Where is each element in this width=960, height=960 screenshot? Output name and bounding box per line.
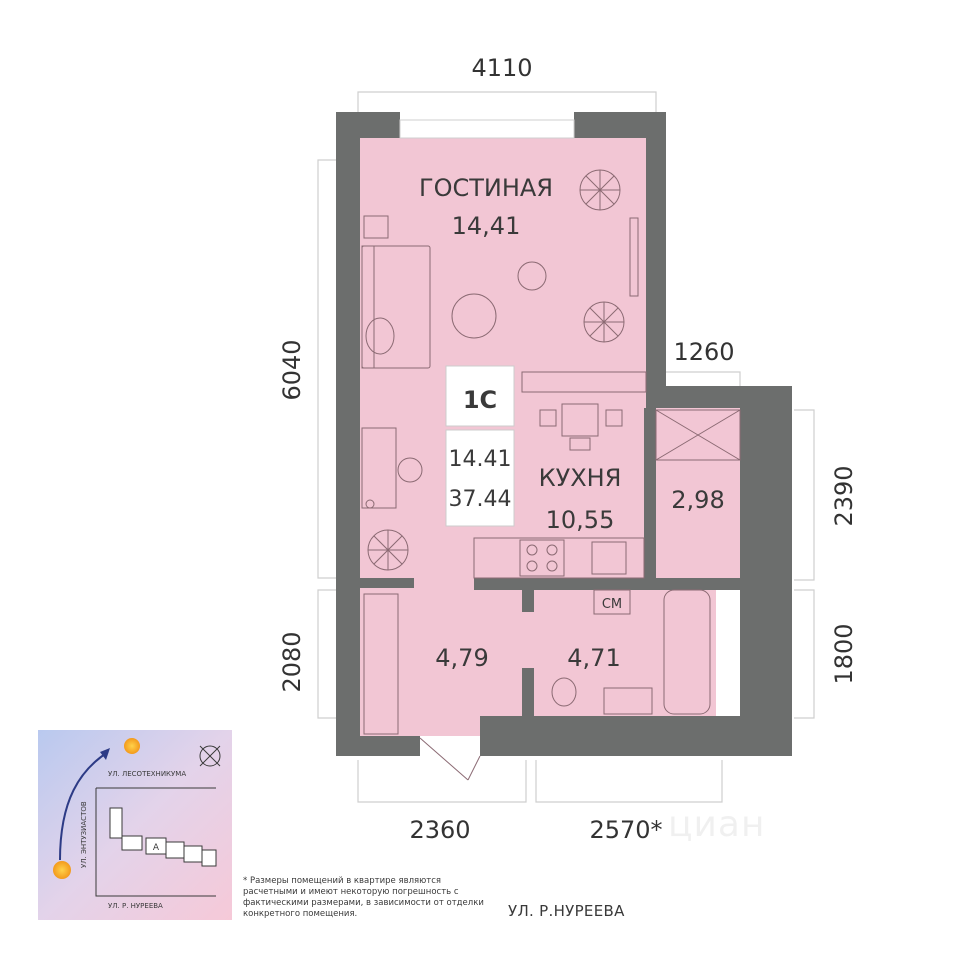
sink-icon — [591, 541, 627, 575]
sun-icon — [53, 861, 71, 879]
map-street-top: УЛ. ЛЕСОТЕХНИКУМА — [108, 770, 186, 778]
dim-right-upper: 2390 — [830, 465, 858, 526]
footnote: * Размеры помещений в квартире являются … — [243, 876, 484, 919]
dim-left-lower: 2080 — [278, 631, 306, 692]
living-room-name: ГОСТИНАЯ — [419, 174, 553, 202]
floor-area — [358, 138, 742, 736]
dining-table-icon — [561, 403, 599, 437]
washer-icon — [593, 589, 631, 615]
toilet-icon — [551, 677, 577, 707]
washer-label: СМ — [602, 597, 622, 612]
living-area-total: 14.41 — [449, 447, 512, 472]
compass-icon — [199, 745, 221, 767]
map-section-label: А — [153, 843, 160, 853]
chair-icon — [517, 261, 547, 291]
dim-right-lower: 1800 — [830, 623, 858, 684]
plant-icon — [579, 169, 621, 211]
dim-kitchen-offset: 1260 — [673, 338, 734, 366]
storage-area: 2,98 — [671, 486, 724, 514]
bath-area: 4,71 — [567, 644, 620, 672]
bath-sink-icon — [603, 687, 653, 715]
desk-chair-icon — [397, 457, 423, 483]
site-map: А УЛ. ЛЕСОТЕХНИКУМА УЛ. ЭНТУЗИАСТОВ УЛ. … — [38, 730, 232, 920]
plant-icon — [583, 301, 625, 343]
street-label: УЛ. Р.НУРЕЕВА — [508, 902, 625, 920]
apartment-info-box: 1С 14.41 37.44 — [445, 365, 515, 527]
watermark: циан — [668, 804, 766, 845]
hall-area: 4,79 — [435, 644, 488, 672]
map-street-bottom: УЛ. Р. НУРЕЕВА — [108, 902, 163, 910]
armchair-icon — [365, 317, 395, 355]
dim-top-width: 4110 — [471, 54, 532, 82]
countertop-icon — [473, 537, 645, 579]
walls — [336, 112, 792, 756]
dim-left-height: 6040 — [278, 339, 306, 400]
hall-wardrobe-icon — [363, 593, 399, 735]
plant-icon — [367, 529, 409, 571]
kitchen-furniture — [473, 371, 741, 579]
map-street-left: УЛ. ЭНТУЗИАСТОВ — [80, 801, 88, 868]
rug-icon — [451, 293, 497, 339]
wardrobe-icon — [521, 371, 647, 393]
stove-icon — [519, 539, 565, 577]
kitchen-name: КУХНЯ — [539, 464, 622, 492]
dim-bottom-left: 2360 — [409, 816, 470, 844]
bathtub-icon — [663, 589, 711, 715]
desk-icon — [361, 427, 397, 509]
dim-bottom-right: 2570* — [589, 816, 662, 844]
kitchen-area: 10,55 — [546, 506, 615, 534]
apartment-type: 1С — [463, 386, 497, 414]
dimension-lines — [317, 91, 815, 803]
sun-icon — [124, 738, 140, 754]
bath-furniture — [363, 589, 711, 781]
total-area: 37.44 — [449, 487, 512, 512]
living-room-area: 14,41 — [452, 212, 521, 240]
tv-icon — [629, 217, 639, 297]
living-furniture — [361, 169, 639, 571]
